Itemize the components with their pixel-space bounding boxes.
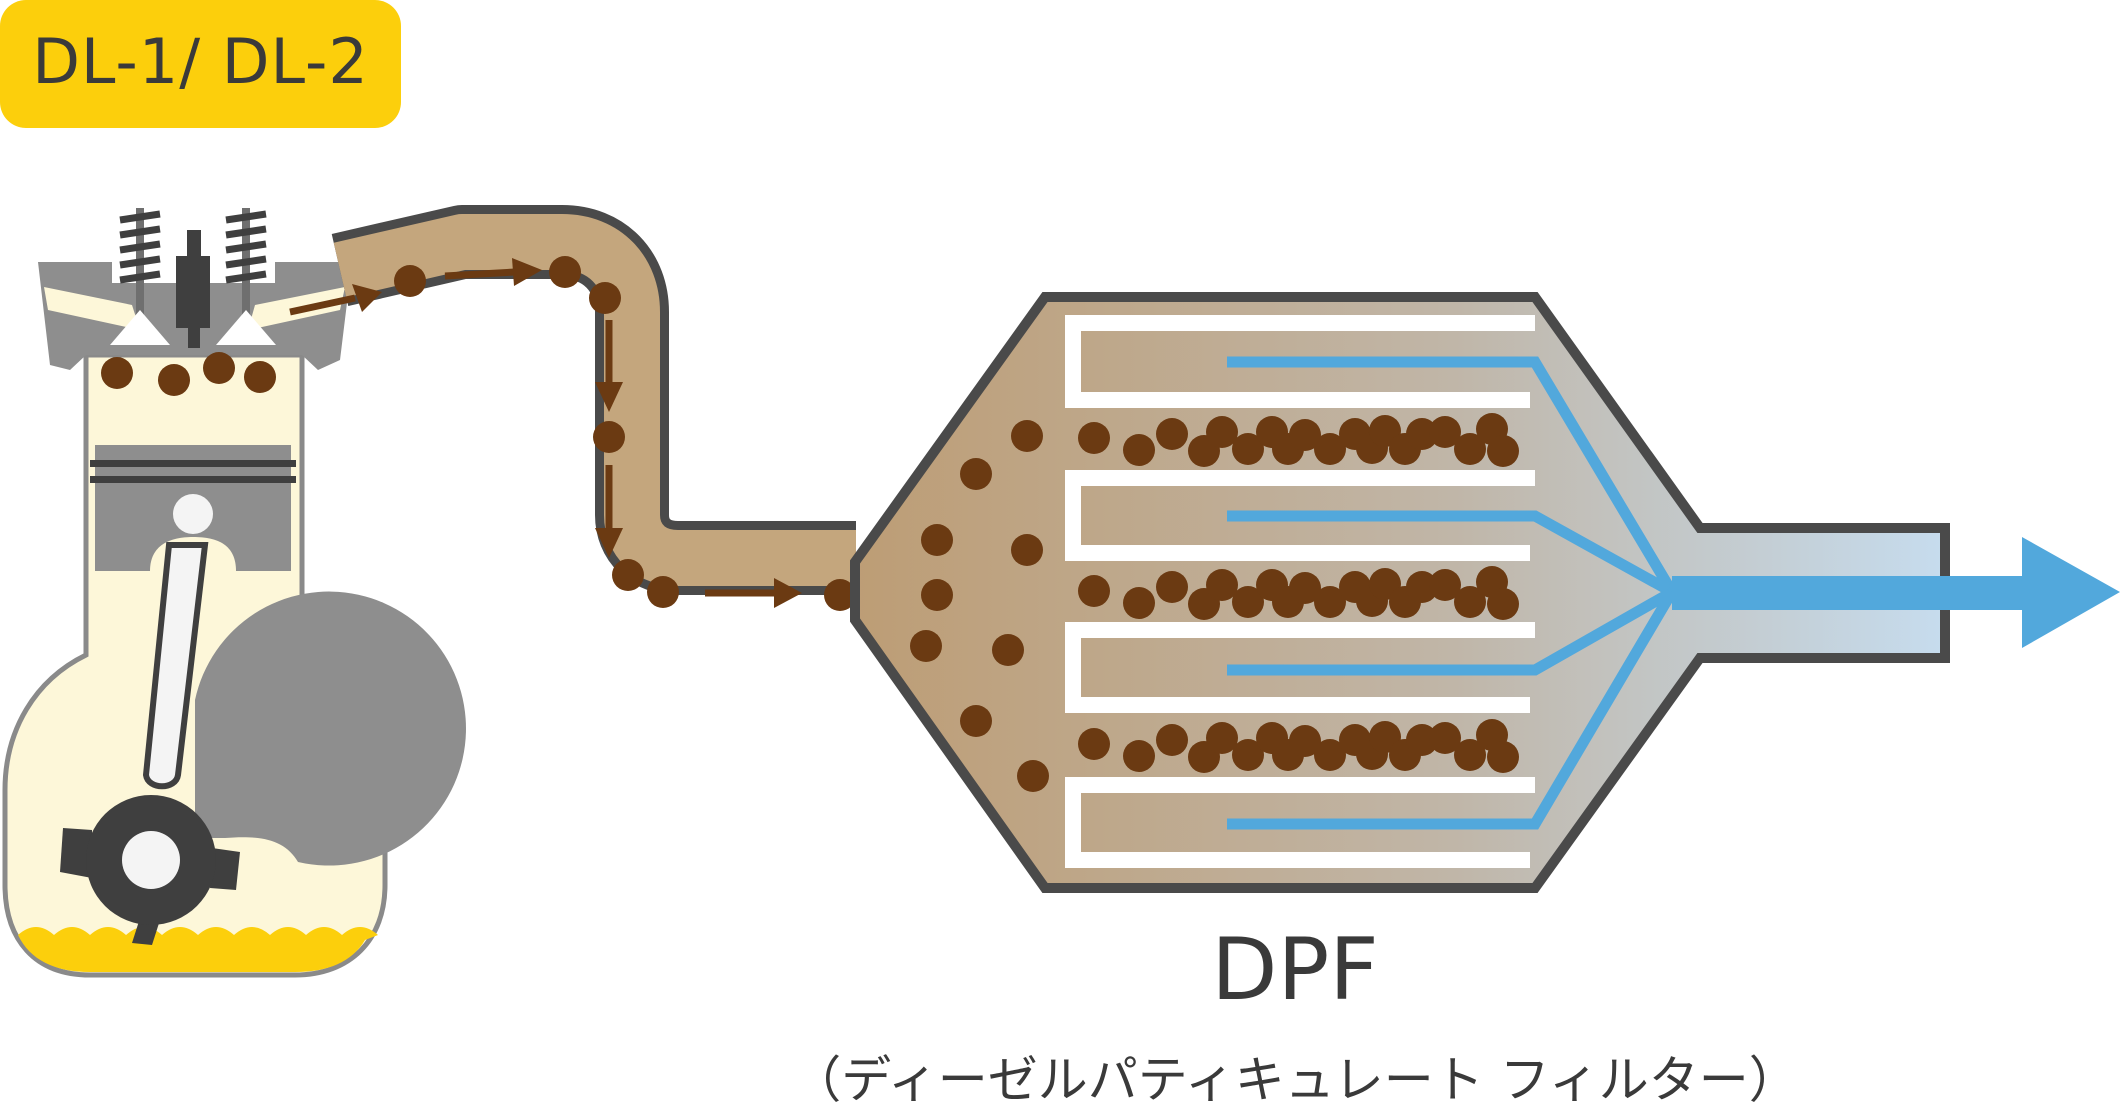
soot-chamber [101,352,276,396]
spark-plug-icon [176,230,210,348]
clean-flow-lines [1227,356,1677,830]
exhaust-flow-arrow-icon [289,258,802,608]
model-badge: DL-1/ DL-2 [0,0,401,128]
trapped-soot-row [1078,413,1519,467]
crankshaft-icon [60,795,240,945]
dpf-subtitle: （ディーゼルパティキュレート フィルター） [791,1051,1799,1109]
intake-valve [110,208,170,345]
engine-icon [2,208,466,978]
engine-oil [18,927,378,972]
dpf-title: DPF [1211,920,1379,1020]
soot-particle-icon [910,420,1049,792]
connecting-rod [142,542,209,790]
crank-counterweight [195,591,466,866]
exhaust-valve [216,208,276,345]
model-badge-label: DL-1/ DL-2 [32,25,369,98]
dpf-filter [850,292,2120,893]
clean-exhaust-arrow-icon [1672,537,2120,648]
exhaust-pipe [289,205,856,611]
